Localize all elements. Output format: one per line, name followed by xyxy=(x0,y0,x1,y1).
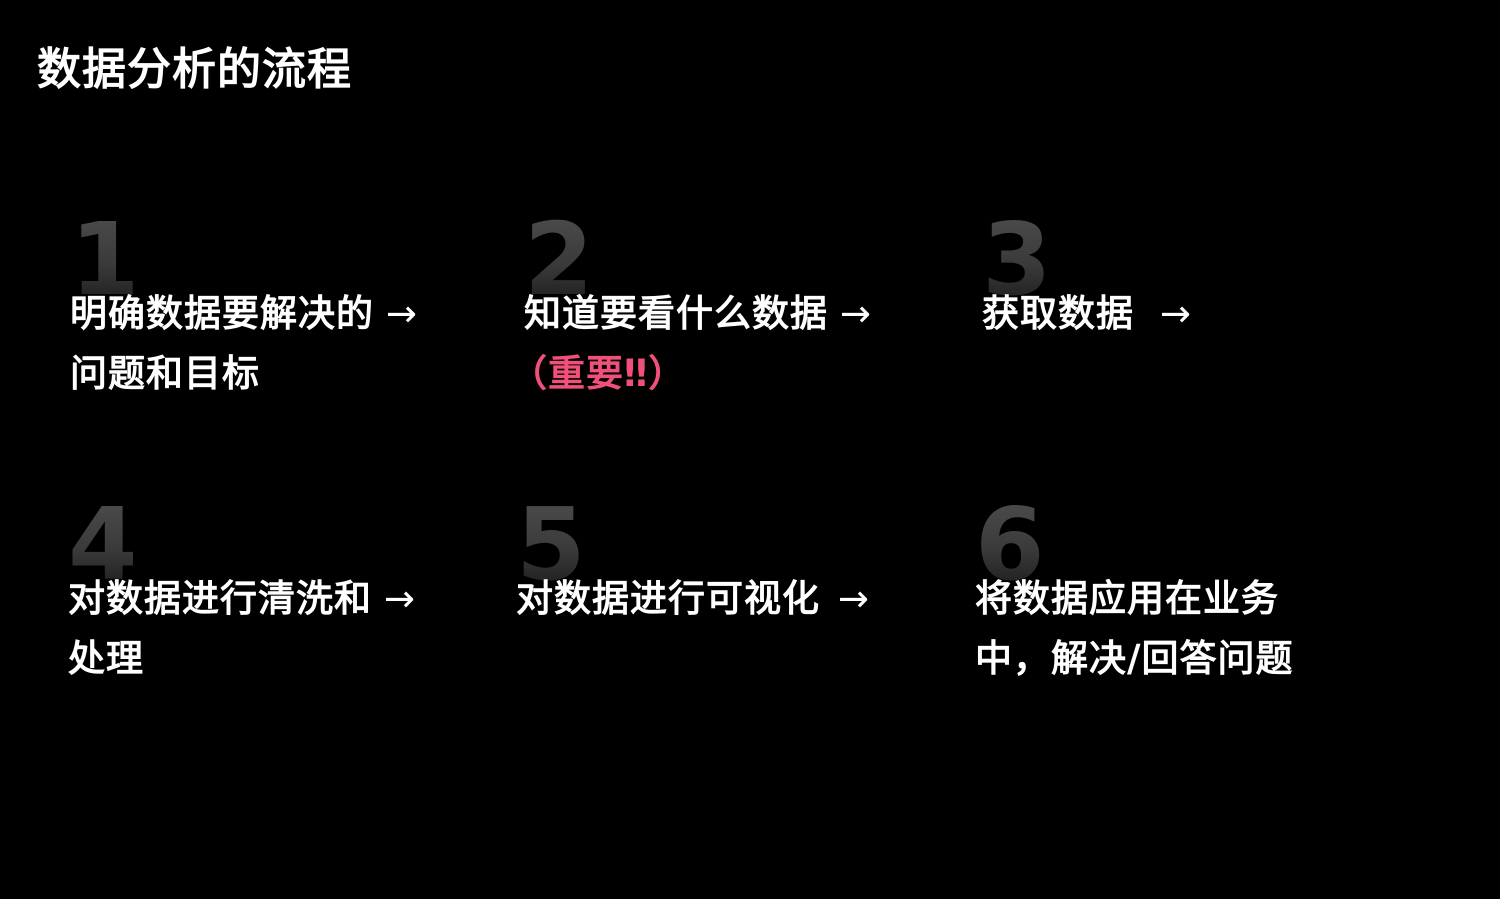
step-label-line2: 中，解决/回答问题 xyxy=(975,637,1294,680)
step-number: 4 xyxy=(68,486,138,603)
step-label-line1: 对数据进行清洗和 xyxy=(68,577,372,620)
step-label-line1: 知道要看什么数据 xyxy=(524,292,828,335)
step-number: 1 xyxy=(70,201,140,318)
step-label-line2: 处理 xyxy=(68,637,144,680)
arrow-right-icon: → xyxy=(386,292,419,335)
step-text: 知道要看什么数据 → （重要‼） xyxy=(510,284,873,404)
step-number: 3 xyxy=(982,201,1052,318)
step-text: 明确数据要解决的 → 问题和目标 xyxy=(70,284,418,404)
step-number: 5 xyxy=(516,486,586,603)
arrow-right-icon: → xyxy=(838,577,871,620)
step-text: 将数据应用在业务 中，解决/回答问题 xyxy=(975,569,1294,689)
step-number: 2 xyxy=(524,201,594,318)
arrow-right-icon: → xyxy=(840,292,873,335)
important-note: （重要‼） xyxy=(510,352,687,395)
step-label-line1: 获取数据 xyxy=(982,292,1134,335)
step-text: 获取数据 → xyxy=(982,284,1192,344)
arrow-right-icon: → xyxy=(384,577,417,620)
step-text: 对数据进行可视化 → xyxy=(516,569,870,629)
page-title: 数据分析的流程 xyxy=(37,44,352,95)
step-label-line2: 问题和目标 xyxy=(70,352,260,395)
step-label-line1: 明确数据要解决的 xyxy=(70,292,374,335)
step-number: 6 xyxy=(975,486,1045,603)
step-label-line1: 将数据应用在业务 xyxy=(975,577,1279,620)
step-label-line1: 对数据进行可视化 xyxy=(516,577,820,620)
arrow-right-icon: → xyxy=(1160,292,1193,335)
step-text: 对数据进行清洗和 → 处理 xyxy=(68,569,416,689)
